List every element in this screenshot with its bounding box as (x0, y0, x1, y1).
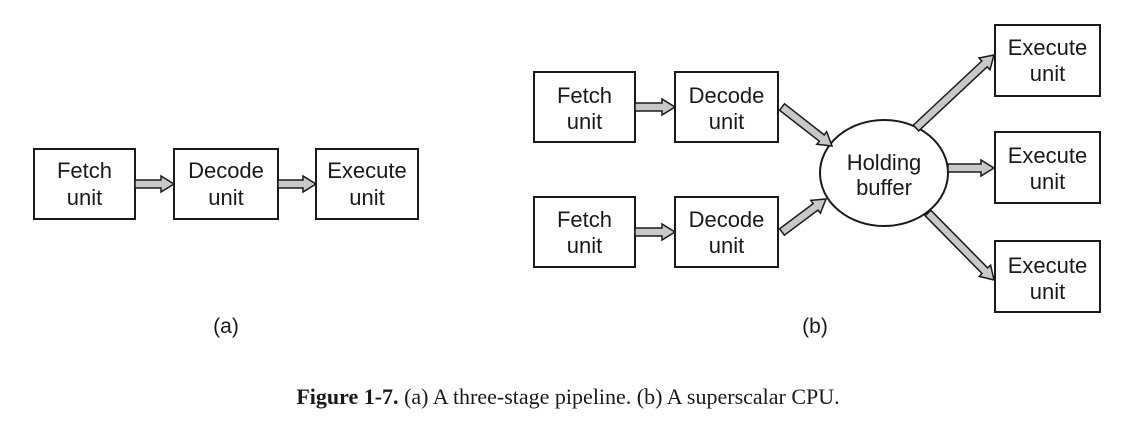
execute-unit-a-line2: unit (349, 185, 384, 210)
decode-unit-b-top-line1: Decode (689, 83, 765, 108)
fetch-unit-b-top: Fetch unit (533, 71, 636, 143)
fetch-unit-a-line1: Fetch (57, 158, 112, 183)
execute-unit-b-1-line1: Execute (1008, 35, 1088, 60)
execute-unit-a-line1: Execute (327, 158, 407, 183)
execute-unit-b-3-line2: unit (1030, 279, 1065, 304)
fetch-unit-b-top-line2: unit (567, 109, 602, 134)
fetch-unit-b-bottom: Fetch unit (533, 196, 636, 268)
fetch-unit-b-bottom-line1: Fetch (557, 207, 612, 232)
execute-unit-b-2: Execute unit (994, 131, 1101, 204)
arrow-fetch-to-decode-b-top (634, 97, 677, 117)
decode-unit-b-top: Decode unit (674, 71, 779, 143)
holding-buffer: Holding buffer (819, 119, 949, 227)
arrow-decode-to-execute-a (277, 174, 318, 194)
fetch-unit-b-bottom-line2: unit (567, 233, 602, 258)
holding-buffer-line2: buffer (856, 175, 912, 200)
decode-unit-a: Decode unit (173, 148, 279, 220)
arrow-fetch-to-decode-b-bottom (634, 222, 677, 242)
arrow-buffer-to-execute-3 (924, 209, 996, 282)
decode-unit-b-top-line2: unit (709, 109, 744, 134)
execute-unit-b-3: Execute unit (994, 240, 1101, 313)
fetch-unit-a: Fetch unit (33, 148, 136, 220)
execute-unit-b-1: Execute unit (994, 24, 1101, 97)
execute-unit-b-2-line1: Execute (1008, 143, 1088, 168)
arrow-decode-top-to-buffer (778, 102, 834, 147)
decode-unit-a-line1: Decode (188, 158, 264, 183)
pipeline-a: Fetch unit Decode unit Execute unit (a) (33, 148, 419, 338)
fetch-unit-b-top-line1: Fetch (557, 83, 612, 108)
fetch-unit-a-line2: unit (67, 185, 102, 210)
decode-unit-b-bottom-line2: unit (709, 233, 744, 258)
decode-unit-b-bottom-line1: Decode (689, 207, 765, 232)
arrow-buffer-to-execute-1 (912, 54, 996, 132)
arrow-decode-bottom-to-buffer (778, 198, 828, 237)
flow-arrows (134, 54, 996, 282)
figure-number: Figure 1-7. (296, 384, 399, 409)
arrow-fetch-to-decode-a (134, 174, 176, 194)
label-b: (b) (802, 315, 828, 338)
decode-unit-a-line2: unit (208, 185, 243, 210)
pipeline-b: Fetch unit Decode unit Fetch unit Decode… (533, 24, 1101, 338)
execute-unit-b-2-line2: unit (1030, 169, 1065, 194)
label-a: (a) (213, 315, 239, 338)
execute-unit-b-3-line1: Execute (1008, 253, 1088, 278)
holding-buffer-line1: Holding (847, 150, 922, 175)
arrow-buffer-to-execute-2 (947, 158, 996, 178)
figure-caption: Figure 1-7. (a) A three-stage pipeline. … (0, 384, 1136, 410)
execute-unit-a: Execute unit (315, 148, 419, 220)
figure-caption-text: (a) A three-stage pipeline. (b) A supers… (404, 384, 840, 409)
decode-unit-b-bottom: Decode unit (674, 196, 779, 268)
execute-unit-b-1-line2: unit (1030, 61, 1065, 86)
